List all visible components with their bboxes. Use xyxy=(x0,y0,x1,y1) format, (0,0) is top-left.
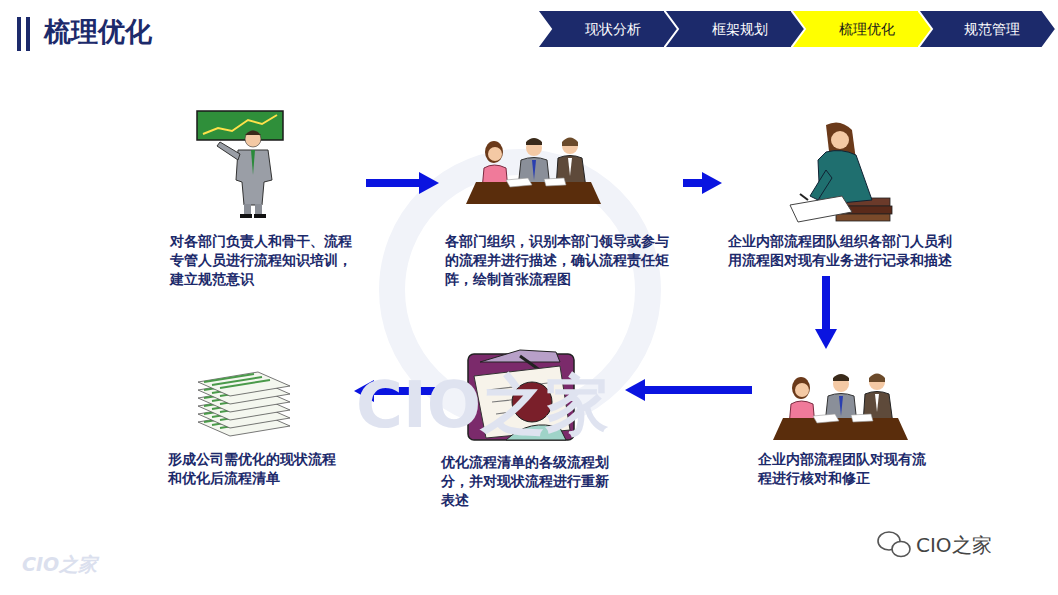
step-chevron: 现状分析 xyxy=(537,10,679,48)
chevron-fill xyxy=(537,10,679,48)
step-description: 对各部门负责人和骨干、流程专管人员进行流程知识培训，建立规范意识 xyxy=(170,232,360,289)
step-chevron: 梳理优化 xyxy=(791,10,933,48)
chevron-fill xyxy=(918,10,1056,48)
step-description: 优化流程清单的各级流程划分，并对现状流程进行重新表述 xyxy=(441,453,619,510)
chevron-fill xyxy=(791,10,933,48)
watermark: CIO之家 xyxy=(356,362,609,449)
process-step: 企业内部流程团队对现有流程进行核对和修正 xyxy=(758,355,933,488)
process-step: 企业内部流程团队组织各部门人员利用流程图对现有业务进行记录和描述 xyxy=(728,118,960,270)
flow-arrow xyxy=(366,179,419,187)
chevron-label: 框架规划 xyxy=(664,10,806,48)
step-description: 企业内部流程团队对现有流程进行核对和修正 xyxy=(758,450,933,488)
chevron-fill xyxy=(664,10,806,48)
chevron-label: 规范管理 xyxy=(918,10,1056,48)
account-name: CIO之家 xyxy=(916,532,992,559)
process-step: 形成公司需优化的现状流程和优化后流程清单 xyxy=(168,365,348,488)
corner-watermark: CIO之家 xyxy=(22,552,97,578)
step-description: 形成公司需优化的现状流程和优化后流程清单 xyxy=(168,450,348,488)
page-title: 梳理优化 xyxy=(44,14,152,50)
step-chevron: 框架规划 xyxy=(664,10,806,48)
chevron-label: 现状分析 xyxy=(537,10,679,48)
step-description: 各部门组织，识别本部门领导或参与的流程并进行描述，确认流程责任矩阵，绘制首张流程… xyxy=(445,232,677,289)
flow-arrow xyxy=(645,386,752,394)
step-description: 企业内部流程团队组织各部门人员利用流程图对现有业务进行记录和描述 xyxy=(728,232,960,270)
step-chevron: 规范管理 xyxy=(918,10,1056,48)
chevron-label: 梳理优化 xyxy=(791,10,933,48)
process-step: 对各部门负责人和骨干、流程专管人员进行流程知识培训，建立规范意识 xyxy=(170,108,360,289)
flow-arrow xyxy=(683,179,702,187)
flow-arrow xyxy=(822,276,830,329)
process-step: 各部门组织，识别本部门领导或参与的流程并进行描述，确认流程责任矩阵，绘制首张流程… xyxy=(445,125,677,289)
